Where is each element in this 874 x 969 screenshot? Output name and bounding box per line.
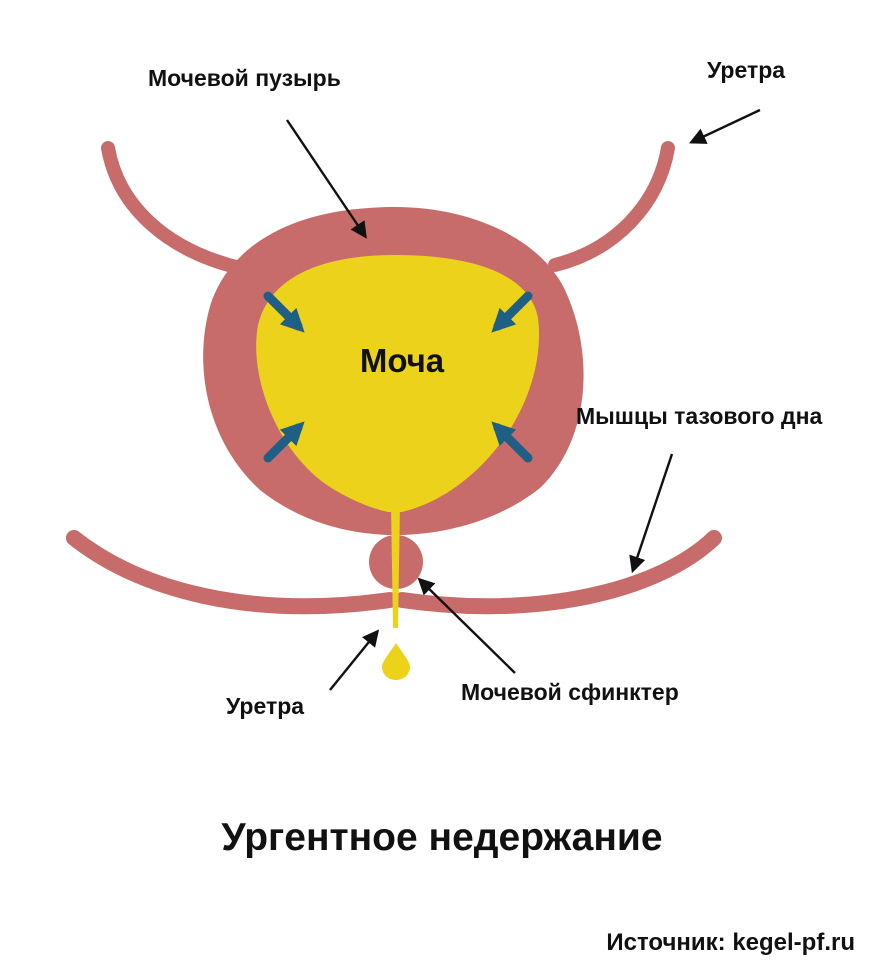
label-pelvic-floor: Мышцы тазового дна	[576, 403, 822, 429]
label-urine: Моча	[360, 342, 445, 379]
pointer-arrow-icon	[688, 108, 761, 144]
label-urethra-bottom: Уретра	[226, 693, 304, 719]
urine-fill	[256, 255, 540, 512]
pressure-arrow-icon	[491, 291, 533, 333]
urethra-channel	[391, 505, 400, 628]
pressure-arrow-icon	[263, 421, 305, 463]
pelvic-floor-right	[394, 530, 722, 615]
pressure-arrow-icon	[491, 421, 533, 463]
diagram-title: Ургентное недержание	[221, 816, 662, 859]
pointer-arrow-icon	[417, 577, 516, 674]
pointer-arrow-icon	[286, 119, 367, 239]
pelvic-floor-left	[66, 530, 398, 615]
urine-drop-icon	[382, 643, 410, 680]
ureter-right	[548, 141, 675, 272]
label-bladder: Мочевой пузырь	[148, 65, 341, 91]
pointer-arrow-icon	[329, 629, 380, 691]
ureter-left	[101, 141, 247, 275]
label-sphincter: Мочевой сфинктер	[461, 679, 679, 705]
label-urethra-top: Уретра	[707, 57, 785, 83]
source-credit: Источник: kegel-pf.ru	[606, 929, 855, 956]
pressure-arrow-icon	[263, 291, 305, 333]
pointer-arrow-icon	[629, 453, 674, 574]
